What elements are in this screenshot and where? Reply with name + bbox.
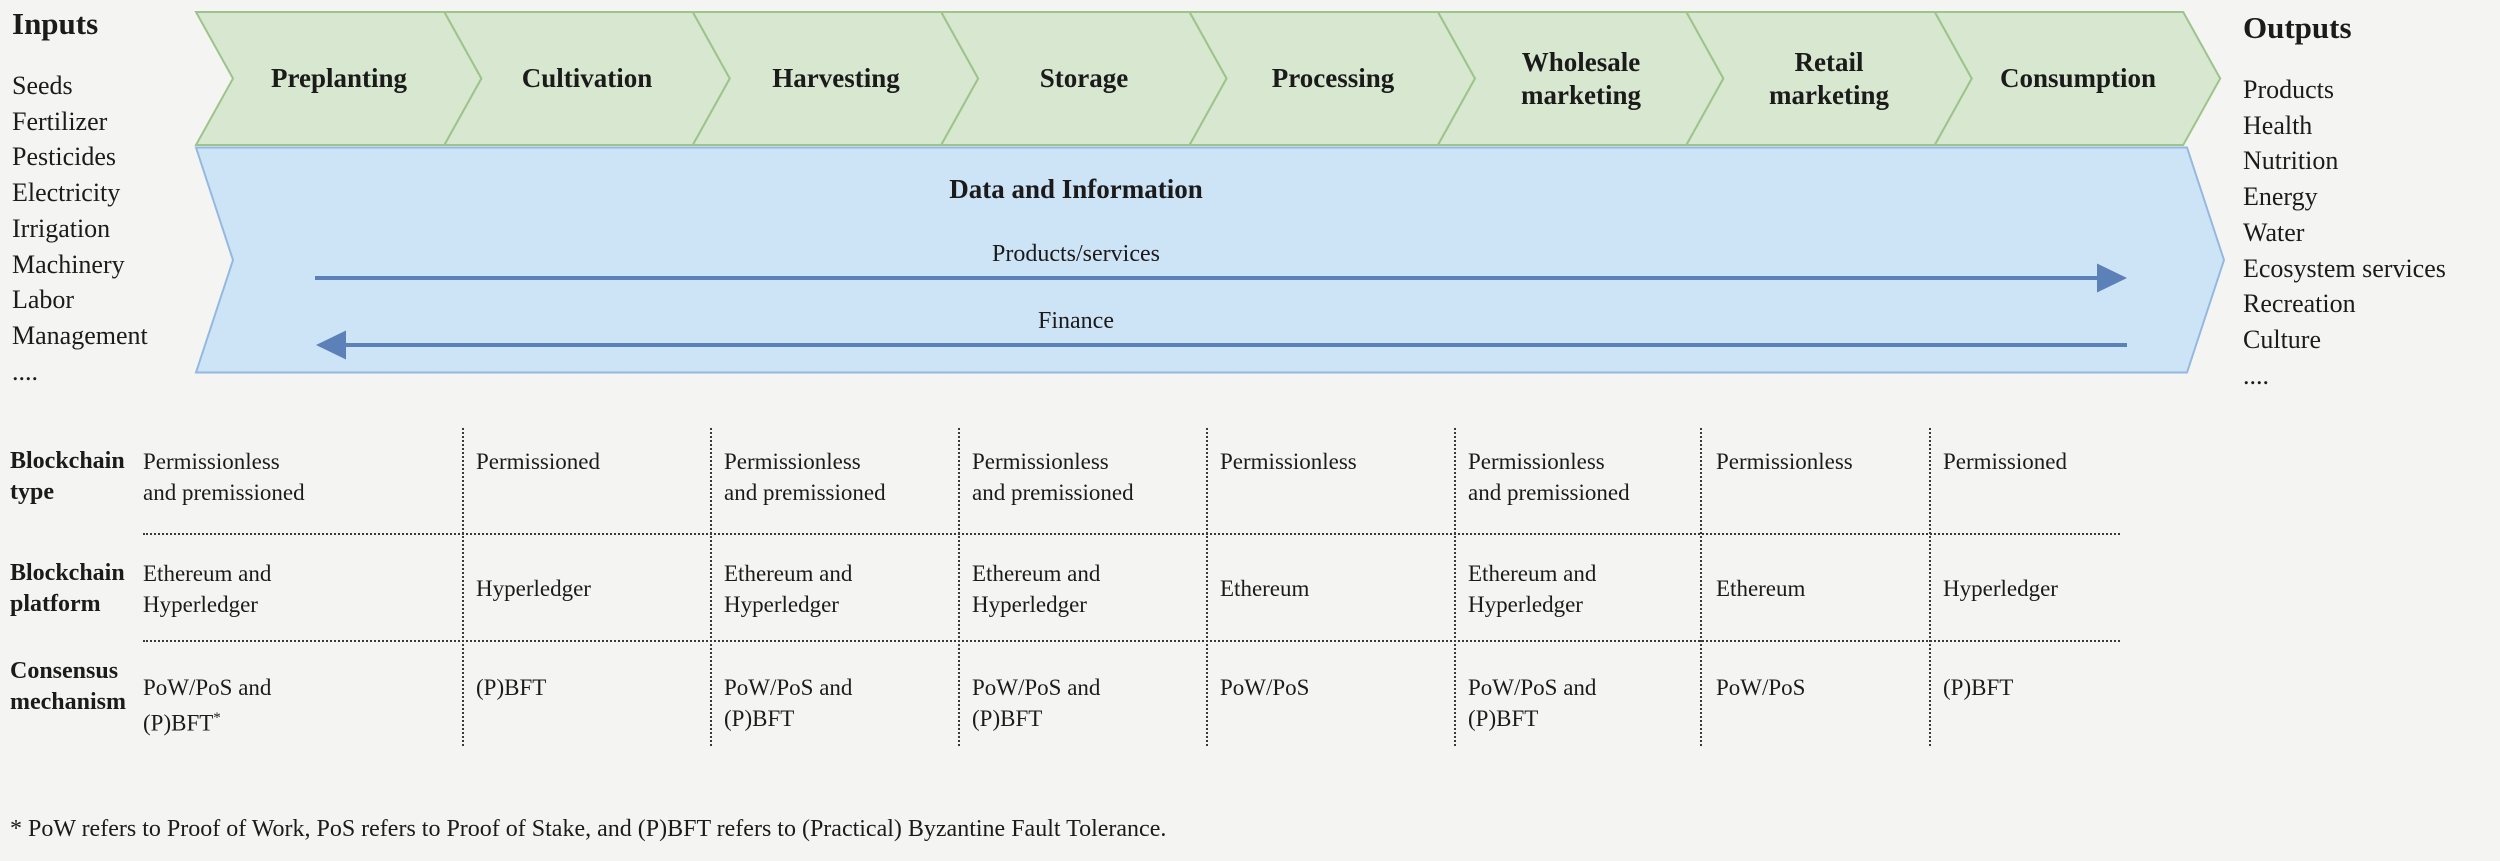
column-divider bbox=[1929, 428, 1931, 746]
output-item: Water bbox=[2243, 217, 2305, 247]
output-item: Recreation bbox=[2243, 289, 2356, 319]
column-divider bbox=[958, 428, 960, 746]
table-cell: PoW/PoS and(P)BFT bbox=[972, 675, 1101, 731]
footnote: * PoW refers to Proof of Work, PoS refer… bbox=[10, 816, 1167, 842]
outputs-title: Outputs bbox=[2243, 10, 2352, 45]
flow-forward-label: Products/services bbox=[992, 241, 1160, 267]
input-item: Irrigation bbox=[12, 213, 111, 243]
table-cell: (P)BFT bbox=[476, 675, 547, 700]
table-cell: Hyperledger bbox=[476, 576, 591, 601]
table-cell: Permissionless bbox=[1220, 449, 1357, 474]
table-cell: Permissioned bbox=[476, 449, 600, 474]
input-item: Management bbox=[12, 320, 148, 350]
output-item: Culture bbox=[2243, 324, 2321, 354]
stage-chevron-band bbox=[194, 11, 2222, 146]
table-cell: Ethereum bbox=[1220, 576, 1310, 601]
finance-arrow bbox=[316, 330, 2127, 360]
inputs-title: Inputs bbox=[12, 6, 99, 41]
stage-label-cultivation: Cultivation bbox=[521, 63, 653, 93]
table-cell: PoW/PoS and(P)BFT bbox=[1468, 675, 1597, 731]
output-item: Ecosystem services bbox=[2243, 253, 2446, 283]
output-item: Health bbox=[2243, 110, 2313, 140]
input-item: Pesticides bbox=[12, 142, 116, 172]
output-item: Nutrition bbox=[2243, 146, 2339, 176]
table-cell: PoW/PoS bbox=[1716, 675, 1806, 700]
column-divider bbox=[710, 428, 712, 746]
table-cell: Ethereum bbox=[1716, 576, 1806, 601]
column-divider bbox=[1454, 428, 1456, 746]
output-item: .... bbox=[2243, 360, 2269, 390]
stage-label-preplanting: Preplanting bbox=[270, 63, 407, 93]
table-cell: Hyperledger bbox=[1943, 576, 2058, 601]
products-services-arrow bbox=[315, 263, 2127, 293]
table-cell: Permissioned bbox=[1943, 449, 2067, 474]
table-cell: PoW/PoS and(P)BFT bbox=[724, 675, 853, 731]
stage-label-processing: Processing bbox=[1271, 63, 1395, 93]
output-item: Products bbox=[2243, 75, 2334, 104]
stage-chevron-consumption bbox=[1933, 11, 2222, 146]
input-item: Seeds bbox=[12, 71, 73, 100]
table-cell: (P)BFT bbox=[1943, 675, 2014, 700]
input-item: Electricity bbox=[12, 178, 121, 208]
stage-label-storage: Storage bbox=[1039, 63, 1129, 93]
row-divider bbox=[143, 533, 2120, 535]
input-item: .... bbox=[12, 356, 38, 386]
table-cell: Permissionless bbox=[1716, 449, 1853, 474]
output-item: Energy bbox=[2243, 182, 2318, 212]
column-divider bbox=[1206, 428, 1208, 746]
table-cell: PoW/PoS bbox=[1220, 675, 1310, 700]
data-flow-band bbox=[194, 146, 2226, 374]
outputs-list: Products Health Nutrition Energy Water E… bbox=[2243, 72, 2446, 393]
table-cell: PoW/PoS and(P)BFT* bbox=[143, 675, 272, 736]
row-divider bbox=[143, 640, 2120, 642]
flow-title: Data and Information bbox=[949, 174, 1203, 204]
column-divider bbox=[462, 428, 464, 746]
column-divider bbox=[1700, 428, 1702, 746]
input-item: Machinery bbox=[12, 249, 125, 279]
stage-label-consumption: Consumption bbox=[1999, 63, 2157, 93]
inputs-list: Seeds Fertilizer Pesticides Electricity … bbox=[12, 68, 148, 389]
flow-backward-label: Finance bbox=[1038, 308, 1114, 334]
stage-label-harvesting: Harvesting bbox=[772, 63, 900, 93]
input-item: Labor bbox=[12, 285, 75, 315]
input-item: Fertilizer bbox=[12, 106, 108, 136]
